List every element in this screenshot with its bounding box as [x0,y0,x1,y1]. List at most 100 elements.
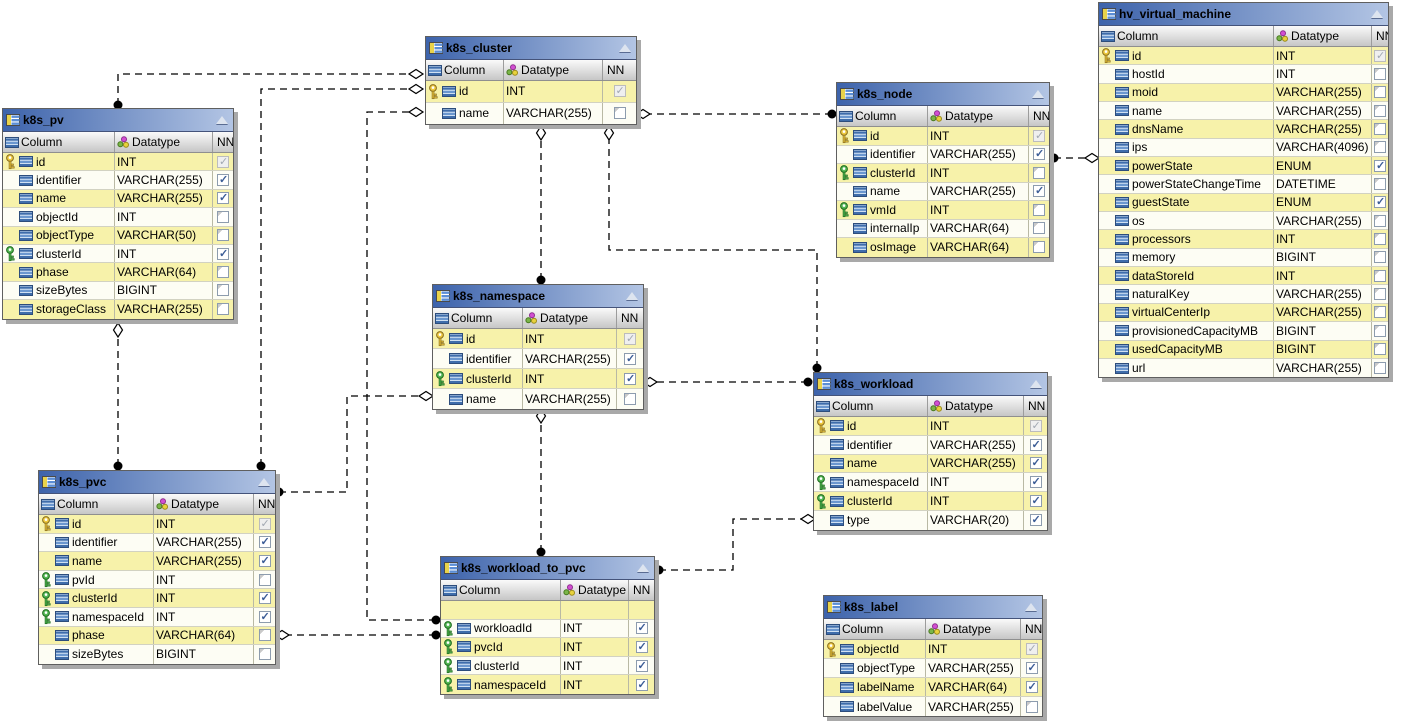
collapse-icon[interactable] [1030,380,1042,388]
relationship-line[interactable] [260,88,410,466]
table-header[interactable]: k8s_workload_to_pvc [441,557,654,580]
relationship-k8s_pvc-to-k8s_pv[interactable] [112,321,124,471]
collapse-icon[interactable] [626,292,638,300]
relationship-line[interactable] [117,73,410,105]
table-header[interactable]: k8s_node [837,83,1049,106]
relationship-k8s_pv-to-k8s_cluster[interactable] [113,68,425,110]
table-header[interactable]: k8s_workload [814,373,1047,396]
relationship-k8s_namespace-to-k8s_cluster[interactable] [535,124,547,285]
collapse-icon[interactable] [637,564,649,572]
relationship-k8s_workload-to-k8s_namespace[interactable] [641,376,813,388]
relationship-k8s_pvc-to-k8s_cluster[interactable] [256,83,425,471]
relationship-k8s_workload_to_pvc-to-k8s_cluster[interactable] [366,106,441,625]
table-header[interactable]: k8s_namespace [433,285,643,308]
relationship-k8s_pvc-to-k8s_namespace[interactable] [274,390,435,497]
table-k8s_cluster[interactable]: k8s_clusterColumnDatatypeNNidINTnameVARC… [425,36,637,125]
collapse-icon[interactable] [1032,90,1044,98]
table-header[interactable]: k8s_pvc [39,471,275,494]
collapse-icon[interactable] [216,116,228,124]
column-row-blank[interactable] [441,601,654,620]
relationship-k8s_node-to-hv_virtual_machine[interactable] [1049,152,1101,164]
table-hv_virtual_machine[interactable]: hv_virtual_machineColumnDatatypeNNidINTh… [1098,2,1389,379]
table-header[interactable]: k8s_pv [3,109,233,132]
table-header[interactable]: k8s_label [824,596,1042,619]
relationship-line[interactable] [366,111,436,621]
relationship-k8s_workload_to_pvc-to-k8s_workload[interactable] [654,513,817,575]
relationship-k8s_workload_to_pvc-to-k8s_namespace[interactable] [535,407,547,557]
collapse-icon[interactable] [1025,603,1037,611]
relationship-k8s_workload_to_pvc-to-k8s_pvc[interactable] [273,629,441,641]
relationship-line[interactable] [608,139,818,368]
relationship-line[interactable] [659,518,802,571]
table-k8s_pv[interactable]: k8s_pvColumnDatatypeNNidINTidentifierVAR… [2,108,234,320]
collapse-icon[interactable] [619,44,631,52]
table-k8s_workload[interactable]: k8s_workloadColumnDatatypeNNidINTidentif… [813,372,1048,531]
relationship-k8s_node-to-k8s_cluster[interactable] [634,108,837,120]
relationship-line[interactable] [279,395,420,493]
table-header[interactable]: k8s_cluster [426,37,636,60]
collapse-icon[interactable] [1371,10,1383,18]
table-k8s_label[interactable]: k8s_labelColumnDatatypeNNobjectIdINTobje… [823,595,1043,717]
table-header[interactable]: hv_virtual_machine [1099,3,1388,26]
table-k8s_node[interactable]: k8s_nodeColumnDatatypeNNidINTidentifierV… [836,82,1050,258]
